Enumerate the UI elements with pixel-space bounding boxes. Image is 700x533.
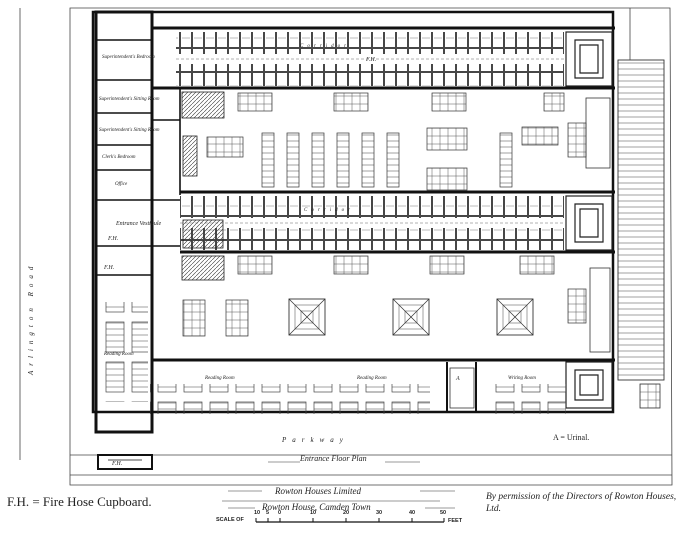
room-label-superintendent-sitting-1: Superintendent's Sitting Room: [99, 97, 160, 102]
fire-hose-marker-4: F.H.: [112, 461, 123, 467]
scale-tick-label: 50: [440, 510, 447, 516]
corridor-label-upper: Corridor: [300, 44, 351, 49]
west-wing-rooms: [96, 39, 181, 276]
legend-fire-hose: F.H. = Fire Hose Cupboard.: [7, 494, 152, 509]
scale-unit: FEET: [448, 518, 463, 524]
room-label-reading-room-2: Reading Room: [357, 376, 387, 381]
caption-company: Rowton Houses Limited: [275, 486, 362, 496]
scale-bar: [255, 518, 445, 523]
room-label-clerks-bedroom: Clerk's Bedroom: [102, 155, 136, 160]
scale-tick-label: 20: [343, 510, 350, 516]
reading-rooms: [150, 362, 566, 414]
road-label-bottom: Parkway: [282, 436, 349, 444]
room-label-reading-room-1: Reading Room: [205, 376, 235, 381]
fire-hose-marker-3: F.H.: [104, 265, 115, 271]
lower-hall-fittings: [182, 255, 611, 353]
caption-house: Rowton House, Camden Town: [262, 502, 371, 512]
urinal-marker: A: [456, 376, 460, 382]
road-label-left: Arlington Road: [27, 261, 35, 375]
east-pavement: [617, 8, 665, 409]
upper-hall-fittings: [206, 92, 611, 191]
scale-tick-label: 10: [310, 510, 317, 516]
fire-hose-marker-2: F.H.: [108, 236, 119, 242]
caption-rules: [222, 461, 455, 509]
legend-urinal: A = Urinal.: [553, 433, 590, 442]
west-reading-room-benches: [102, 302, 148, 402]
stairs-hatched: [181, 91, 225, 281]
permission-note: By permission of the Directors of Rowton…: [486, 492, 677, 514]
site-boundary: [19, 7, 673, 486]
middle-cubicle-block: [180, 196, 564, 250]
fire-hose-marker-1: F.H.: [366, 57, 377, 63]
upper-cubicle-block: [176, 32, 564, 86]
room-label-reading-room-west: Reading Room: [104, 352, 134, 357]
plan-title: Entrance Floor Plan: [300, 454, 367, 463]
scale-tick-label: 0: [278, 510, 282, 516]
room-label-writing-room: Writing Room: [508, 376, 536, 381]
scale-tick-label: 40: [409, 510, 416, 516]
scale-tick-label: 5: [266, 510, 270, 516]
scale-tick-label: 30: [376, 510, 383, 516]
room-label-office: Office: [115, 182, 128, 187]
room-label-superintendent-sitting-2: Superintendent's Sitting Room: [99, 128, 160, 133]
scale-label: SCALE OF: [216, 517, 244, 523]
corridor-label-middle: Corridor: [304, 208, 355, 213]
room-label-entrance-vestibule: Entrance Vestibule: [116, 221, 162, 227]
room-label-superintendent-bedroom: Superintendent's Bedroom: [102, 55, 155, 60]
entrance-porch: [97, 454, 153, 470]
scale-tick-label: 10: [254, 510, 261, 516]
